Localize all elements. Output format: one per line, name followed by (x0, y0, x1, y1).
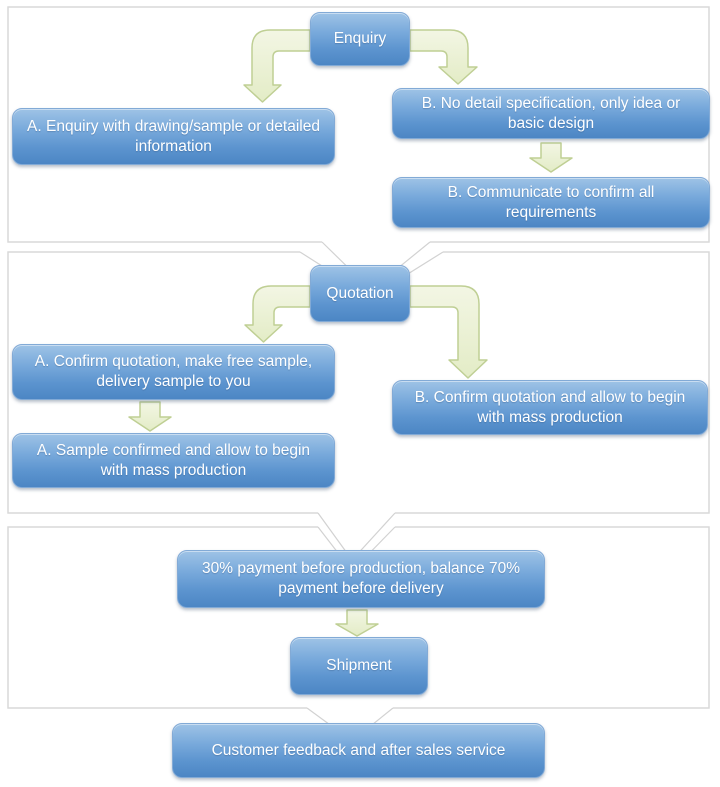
down-arrow-enquiry-b-to-communicate (529, 142, 573, 173)
section-3-border (7, 526, 710, 709)
elbow-arrow-quotation-right (409, 285, 488, 379)
section-2-border (7, 251, 710, 514)
section-1-border (7, 6, 710, 243)
node-shipment-label: Shipment (326, 657, 392, 675)
node-confirm-quotation-mass-production-label: B. Confirm quotation and allow to begin … (414, 388, 686, 426)
node-quotation: Quotation (310, 265, 410, 322)
node-no-detail-specification: B. No detail specification, only idea or… (392, 88, 710, 139)
node-enquiry-with-drawing: A. Enquiry with drawing/sample or detail… (12, 108, 335, 165)
node-shipment: Shipment (290, 637, 428, 695)
node-sample-confirmed: A. Sample confirmed and allow to begin w… (12, 433, 335, 488)
node-confirm-quotation-sample-label: A. Confirm quotation, make free sample, … (34, 353, 313, 390)
node-enquiry-label: Enquiry (333, 30, 387, 48)
elbow-arrow-enquiry-left (243, 29, 311, 103)
node-sample-confirmed-label: A. Sample confirmed and allow to begin w… (36, 441, 311, 479)
node-confirm-quotation-mass-production: B. Confirm quotation and allow to begin … (392, 380, 708, 435)
node-quotation-label: Quotation (326, 284, 394, 302)
down-arrow-payment-to-shipment (335, 609, 379, 637)
node-communicate-requirements: B. Communicate to confirm all requiremen… (392, 177, 710, 228)
node-customer-feedback: Customer feedback and after sales servic… (172, 723, 545, 778)
elbow-arrow-quotation-left (244, 285, 311, 343)
down-arrow-sample-to-confirmed (128, 401, 172, 432)
node-enquiry-with-drawing-label: A. Enquiry with drawing/sample or detail… (27, 117, 320, 155)
node-communicate-requirements-label: B. Communicate to confirm all requiremen… (447, 183, 655, 221)
node-payment-terms-label: 30% payment before production, balance 7… (202, 560, 520, 597)
node-payment-terms: 30% payment before production, balance 7… (177, 550, 545, 608)
node-no-detail-specification-label: B. No detail specification, only idea or… (421, 94, 681, 132)
node-customer-feedback-label: Customer feedback and after sales servic… (211, 741, 506, 759)
node-confirm-quotation-sample: A. Confirm quotation, make free sample, … (12, 344, 335, 400)
elbow-arrow-enquiry-right (409, 29, 478, 85)
node-enquiry: Enquiry (310, 12, 410, 66)
